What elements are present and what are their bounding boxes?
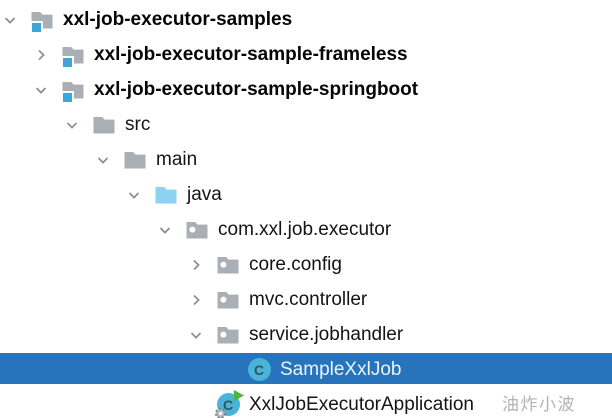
tree-item-label: xxl-job-executor-sample-springboot [94,79,419,100]
chevron-right-icon[interactable] [189,292,216,308]
module-folder-icon [61,78,85,102]
tree-row-core-config[interactable]: core.config [0,247,612,282]
runnable-class-icon: C [214,390,244,418]
package-icon [216,253,240,277]
tree-row-xxl-job-executor-sample-frameless[interactable]: xxl-job-executor-sample-frameless [0,37,612,72]
module-folder-icon [61,43,85,67]
tree-row-com-xxl-job-executor[interactable]: com.xxl.job.executor [0,212,612,247]
chevron-down-icon[interactable] [158,222,185,238]
tree-row-main[interactable]: main [0,142,612,177]
tree-item-label: xxl-job-executor-sample-frameless [94,44,408,65]
tree-item-label: service.jobhandler [249,324,404,345]
tree-row-src[interactable]: src [0,107,612,142]
chevron-down-icon[interactable] [127,187,154,203]
tree-row-mvc-controller[interactable]: mvc.controller [0,282,612,317]
chevron-down-icon[interactable] [3,12,30,28]
chevron-down-icon[interactable] [34,82,61,98]
tree-row-xxl-job-executor-sample-springboot[interactable]: xxl-job-executor-sample-springboot [0,72,612,107]
tree-item-label: core.config [249,254,342,275]
package-icon [185,218,209,242]
package-icon [216,288,240,312]
chevron-down-icon[interactable] [65,117,92,133]
module-badge [32,22,41,32]
tree-item-label: main [156,149,198,170]
folder-icon [92,113,116,137]
tree-item-label: java [187,184,222,205]
folder-icon [123,148,147,172]
java-class-icon: C [247,358,271,382]
chevron-spacer [220,362,247,378]
chevron-down-icon[interactable] [96,152,123,168]
class-letter: C [247,358,271,381]
tree-row-xxljobexecutorapplication[interactable]: C XxlJobExecutorApplication [0,387,612,418]
run-arrow-icon [233,390,244,401]
tree-item-label: xxl-job-executor-samples [63,9,293,30]
module-folder-icon [30,8,54,32]
tree-row-samplexxljob[interactable]: C SampleXxlJob [0,352,612,387]
tree-item-label: XxlJobExecutorApplication [249,394,474,415]
tree-item-label: com.xxl.job.executor [218,219,392,240]
tree-item-label: mvc.controller [249,289,368,310]
chevron-spacer [189,397,216,413]
module-badge [63,57,72,67]
module-badge [63,92,72,102]
tree-item-label: SampleXxlJob [280,359,402,380]
watermark-text: 油炸小波 [502,395,576,414]
tree-row-service-jobhandler[interactable]: service.jobhandler [0,317,612,352]
chevron-right-icon[interactable] [34,47,61,63]
gear-icon [214,407,226,418]
tree-row-java[interactable]: java [0,177,612,212]
source-folder-icon [154,183,178,207]
chevron-right-icon[interactable] [189,257,216,273]
chevron-down-icon[interactable] [189,327,216,343]
tree-item-label: src [125,114,151,135]
package-icon [216,323,240,347]
tree-row-xxl-job-executor-samples[interactable]: xxl-job-executor-samples [0,2,612,37]
